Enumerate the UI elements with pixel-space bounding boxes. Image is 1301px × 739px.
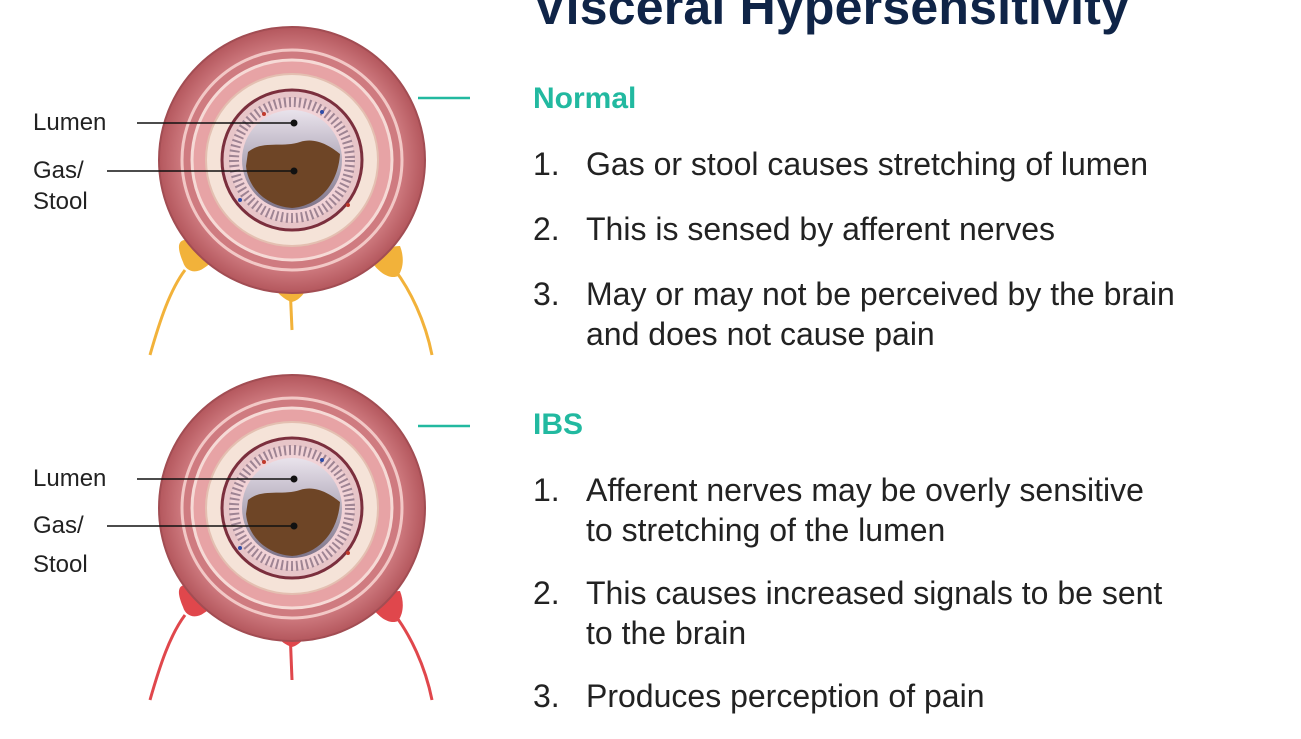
gas-pointer-dot <box>291 168 298 175</box>
ibs-steps: 1. Afferent nerves may be overly sensiti… <box>533 470 1293 716</box>
normal-steps: 1. Gas or stool causes stretching of lum… <box>533 144 1293 354</box>
step-item: 3. Produces perception of pain <box>533 676 1293 716</box>
step-text-line: and does not cause pain <box>586 316 935 352</box>
normal-colon-diagram: Lumen Gas/ Stool <box>0 0 470 365</box>
page-title: Visceral Hypersensitivity <box>533 0 1129 36</box>
lumen-label: Lumen <box>33 109 106 136</box>
step-number: 2. <box>533 209 560 249</box>
step-text-line: to the brain <box>586 615 746 651</box>
ibs-section: IBS 1. Afferent nerves may be overly sen… <box>533 407 1293 739</box>
step-text-line: May or may not be perceived by the brain <box>586 276 1175 312</box>
colon-cross-section <box>159 375 425 641</box>
ibs-heading: IBS <box>533 407 1293 443</box>
step-text-line: Afferent nerves may be overly sensitive <box>586 472 1144 508</box>
step-number: 3. <box>533 676 560 716</box>
gas-label: Gas/ <box>33 157 84 184</box>
step-number: 2. <box>533 573 560 613</box>
stool-label: Stool <box>33 188 88 215</box>
stool-label: Stool <box>33 551 88 578</box>
step-text-line: Produces perception of pain <box>586 678 984 714</box>
colon-cross-section <box>159 27 425 293</box>
step-item: 1. Afferent nerves may be overly sensiti… <box>533 470 1293 550</box>
lumen-label: Lumen <box>33 465 106 492</box>
lumen-pointer-dot <box>291 476 298 483</box>
gas-label: Gas/ <box>33 512 84 539</box>
step-number: 3. <box>533 274 560 314</box>
ibs-colon-diagram: Lumen Gas/ Stool <box>0 365 470 730</box>
lumen-pointer-dot <box>291 120 298 127</box>
step-item: 2. This is sensed by afferent nerves <box>533 209 1293 249</box>
gas-pointer-dot <box>291 523 298 530</box>
step-number: 1. <box>533 470 560 510</box>
ibs-colon-illustration <box>0 365 470 730</box>
step-item: 1. Gas or stool causes stretching of lum… <box>533 144 1293 184</box>
step-item: 2. This causes increased signals to be s… <box>533 573 1293 653</box>
step-item: 3. May or may not be perceived by the br… <box>533 274 1293 354</box>
step-number: 1. <box>533 144 560 184</box>
normal-section: Normal 1. Gas or stool causes stretching… <box>533 81 1293 379</box>
normal-heading: Normal <box>533 81 1293 117</box>
step-text-line: to stretching of the lumen <box>586 512 945 548</box>
step-text-line: This is sensed by afferent nerves <box>586 211 1055 247</box>
step-text-line: This causes increased signals to be sent <box>586 575 1162 611</box>
step-text-line: Gas or stool causes stretching of lumen <box>586 146 1148 182</box>
